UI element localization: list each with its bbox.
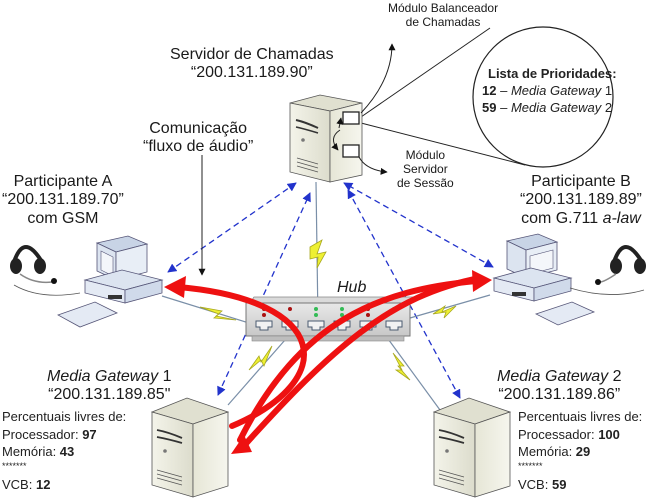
hub-led — [314, 313, 318, 317]
gateway-1-stats: Percentuais livres de: Processador: 97 M… — [2, 409, 127, 492]
hub-cables — [161, 181, 491, 411]
hub-label: Hub — [337, 279, 367, 296]
gateway-1-vcb: VCB: 12 — [2, 476, 51, 492]
media-gateway-2-tower — [432, 397, 512, 498]
signaling-link-gw1-to-server — [217, 192, 311, 396]
wireless-bolts — [199, 239, 457, 381]
gateway-2-ip: “200.131.189.86” — [498, 386, 621, 404]
lightning-bolt-icon — [248, 345, 273, 371]
gateway-1-title: Media Gateway 1 — [47, 368, 172, 385]
participant-b-codec: com G.711 a-law — [521, 209, 641, 227]
magnifier-circle — [472, 26, 614, 168]
media-gateway-1-tower — [150, 397, 230, 498]
audio-arrowhead — [472, 270, 492, 292]
gateway-2-title: Media Gateway 2 — [497, 368, 622, 385]
call-server-label: Servidor de Chamadas “200.131.189.90” — [170, 46, 334, 83]
audio-flow-arrows — [164, 270, 492, 454]
lightning-bolt-icon — [392, 352, 411, 381]
priority-entry: 59 – Media Gateway 2 — [482, 100, 613, 115]
priority-entry: 12 – Media Gateway 1 — [482, 83, 613, 98]
participant-a-codec: com GSM — [27, 209, 99, 227]
hub-port — [385, 320, 403, 331]
priority-list: Lista de Prioridades: 12 – Media Gateway… — [482, 65, 617, 116]
gateway-2-memory: Memória: 29 — [518, 444, 591, 459]
gateway-2-processor: Processador: 100 — [518, 426, 620, 442]
lightning-bolt-icon — [309, 239, 327, 269]
balancer-module-box — [342, 111, 360, 125]
hub-led — [340, 313, 344, 317]
gateway-1-processor: Processador: 97 — [2, 426, 97, 442]
participant-b-computer — [492, 233, 596, 326]
hub-led — [288, 307, 292, 311]
session-module-label: Módulo Servidor de Sessão — [397, 148, 454, 190]
headset-icon-a — [10, 245, 81, 296]
keyboard-icon — [534, 301, 596, 326]
participant-a-title: Participante A — [13, 173, 113, 190]
signaling-links — [167, 182, 494, 399]
call-server-ip: “200.131.189.90” — [190, 64, 313, 82]
participant-b-title: Participante B — [531, 173, 631, 190]
priority-list-magnifier — [360, 26, 614, 168]
audio-flow-gw1-to-a — [175, 284, 307, 429]
call-server-tower — [289, 94, 363, 183]
participant-b-label: Participante B “200.131.189.89” com G.71… — [520, 173, 642, 228]
keyboard-icon — [57, 301, 118, 328]
gateway-2-stats: Percentuais livres de: Processador: 100 … — [518, 409, 643, 492]
call-server-title: Servidor de Chamadas — [170, 46, 334, 63]
gateway-2-label: Media Gateway 2 “200.131.189.86” — [497, 368, 622, 405]
signaling-link-a-to-server — [167, 182, 297, 273]
lightning-bolt-icon — [432, 304, 457, 319]
hub-device — [245, 296, 415, 342]
gateway-2-vcb: VCB: 59 — [518, 476, 567, 492]
audio-arrowhead — [164, 276, 186, 298]
lightning-bolt-icon — [199, 306, 237, 321]
gateway-1-ip: “200.131.189.85" — [48, 386, 171, 404]
balancer-module-label: Módulo Balanceador de Chamadas — [388, 1, 499, 29]
priority-list-title: Lista de Prioridades: — [488, 66, 617, 81]
balancer-module-pointer — [360, 43, 396, 114]
session-module-pointer — [358, 156, 388, 175]
hub-led — [314, 307, 318, 311]
gateway-1-label: Media Gateway 1 “200.131.189.85" — [47, 368, 172, 405]
participant-a-computer — [57, 235, 164, 328]
hub-led — [262, 313, 266, 317]
headset-icon-b — [569, 245, 646, 295]
participant-a-ip: “200.131.189.70” — [2, 191, 124, 209]
gateway-1-memory: Memória: 43 — [2, 444, 75, 459]
audio-arrowhead — [231, 435, 252, 454]
hub-led — [340, 307, 344, 311]
communication-label: Comunicação “fluxo de áudio” — [143, 120, 254, 156]
signaling-link-b-to-server — [343, 182, 494, 268]
participant-b-ip: “200.131.189.89” — [520, 191, 642, 209]
hub-port — [307, 320, 325, 331]
session-module-box — [342, 144, 360, 158]
hub-port — [255, 320, 273, 331]
participant-a-label: Participante A “200.131.189.70” com GSM — [2, 173, 124, 228]
hub-led — [366, 313, 370, 317]
audio-flow-gw1-to-b — [237, 278, 479, 443]
